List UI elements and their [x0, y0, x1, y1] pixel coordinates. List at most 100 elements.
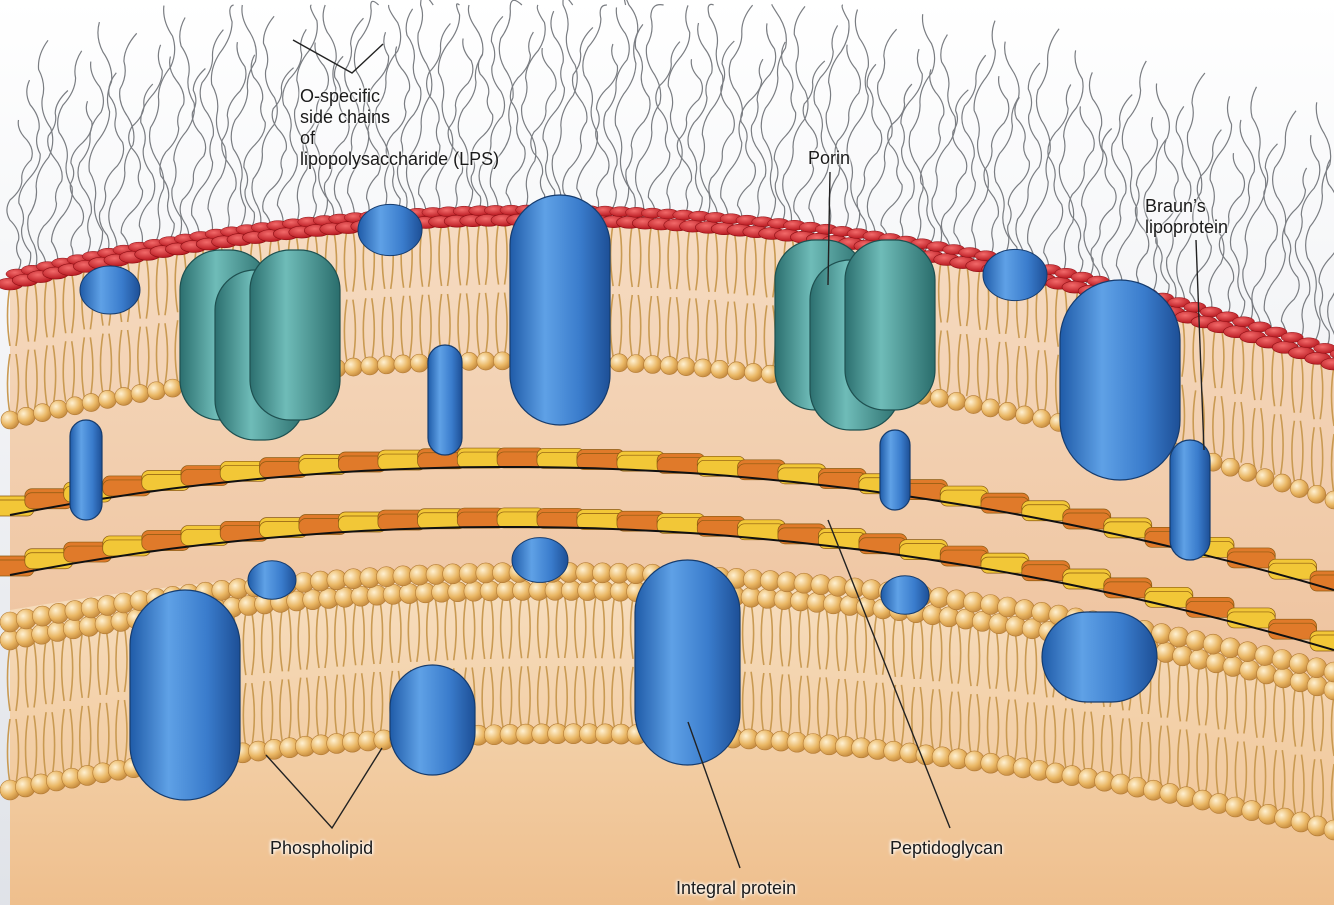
lipid-tail [986, 628, 1000, 758]
o-side-chain [1165, 106, 1192, 309]
o-side-chain [18, 79, 41, 278]
o-side-chain [1115, 60, 1147, 296]
lipid-tail [425, 598, 439, 732]
peripheral-protein [511, 537, 569, 583]
lipid-tail [389, 600, 402, 734]
integral-protein [389, 664, 476, 776]
o-side-chain [750, 23, 777, 228]
o-side-chain [88, 21, 113, 262]
lipid-tail [43, 276, 57, 406]
phospholipid-head [744, 363, 763, 382]
phospholipid-head [693, 358, 713, 378]
phospholipid-head [660, 356, 679, 375]
o-side-chain [346, 0, 380, 224]
lipid-tail [816, 608, 830, 739]
o-side-chain [919, 69, 945, 252]
phospholipid-head [998, 402, 1017, 421]
lipid-tail [724, 230, 738, 365]
phospholipid-head [1290, 479, 1309, 498]
lipid-tail [779, 605, 792, 736]
o-side-chain [687, 22, 713, 223]
o-side-chain [230, 4, 257, 237]
phospholipid-head [710, 359, 730, 379]
lipid-tail [1292, 686, 1305, 815]
o-side-chain [314, 4, 337, 227]
o-side-chain [207, 4, 234, 240]
o-side-chain [760, 4, 787, 230]
phospholipid-head [459, 352, 479, 371]
lipid-tail [1005, 631, 1019, 760]
lipid-tail [628, 224, 642, 358]
o-side-chain [1229, 119, 1256, 328]
phospholipid-head [626, 354, 646, 373]
glycan-unit [1226, 551, 1276, 569]
o-side-chain [221, 41, 247, 239]
o-side-chain [1101, 94, 1133, 292]
phospholipid-head [1323, 679, 1334, 701]
o-side-chain [520, 4, 546, 217]
phospholipid-head [476, 351, 496, 371]
phospholipid-head [1307, 484, 1326, 504]
phospholipid-head [493, 351, 512, 371]
phospholipid-head [16, 406, 36, 426]
lipid-tail [835, 610, 849, 740]
lipid-tail [573, 596, 587, 728]
o-side-chain [647, 41, 681, 220]
lipid-tail [352, 602, 365, 737]
lipoprotein [427, 344, 463, 456]
phospholipid-head [163, 378, 183, 398]
peripheral-protein [357, 203, 423, 257]
o-side-chain [447, 38, 474, 218]
o-side-chain [993, 41, 1020, 266]
leader-peptidoglycan [827, 519, 951, 829]
phospholipid-head [1155, 642, 1177, 663]
phospholipid-head [1015, 405, 1034, 425]
lps-core-unit [1280, 332, 1304, 343]
o-side-chain [1133, 117, 1158, 299]
lipid-tail [648, 225, 661, 359]
o-side-chain [1294, 135, 1321, 348]
o-side-chain [635, 4, 664, 220]
lipid-tail [78, 633, 92, 771]
o-side-chain [676, 59, 703, 222]
lipid-tail [62, 272, 76, 402]
o-side-chain [418, 23, 451, 219]
phospholipid-head [1271, 649, 1293, 670]
lipid-tail [60, 636, 74, 774]
lipoprotein [69, 419, 103, 521]
o-side-chain [593, 43, 619, 218]
o-side-chain [625, 24, 651, 219]
porin-subunit [249, 249, 341, 421]
o-side-chain [37, 90, 69, 272]
o-side-chain [293, 4, 318, 230]
phospholipid-head [1221, 457, 1240, 477]
lipid-tail [1192, 321, 1205, 452]
lipid-tail [892, 616, 905, 746]
phospholipid-head [930, 388, 949, 408]
o-side-chain [489, 0, 523, 217]
o-side-chain [1058, 50, 1084, 280]
lipid-tail [499, 596, 513, 729]
lipid-tail [911, 618, 924, 748]
o-side-chain [898, 48, 923, 248]
o-side-chain [931, 34, 957, 254]
glycan-strand [9, 526, 1334, 651]
phospholipid-head [1205, 652, 1227, 674]
phospholipid-head [1220, 637, 1241, 659]
lps-core-unit [1232, 316, 1255, 328]
lipid-tail [1035, 280, 1048, 413]
phospholipid-head [377, 355, 396, 375]
lipid-tail [1272, 682, 1286, 811]
lipid-tail [1251, 339, 1265, 469]
phospholipid-head [964, 395, 983, 414]
o-side-chain [1081, 72, 1104, 286]
o-side-chain [435, 3, 461, 219]
o-side-chain [478, 15, 506, 217]
o-side-chain [1090, 128, 1117, 289]
lipid-tail [457, 222, 470, 356]
lipid-tail [1291, 352, 1304, 482]
lipid-tail [1158, 657, 1171, 786]
glycan-strand [9, 466, 1334, 591]
lipid-tail [481, 596, 494, 730]
lipid-tail [667, 226, 680, 360]
